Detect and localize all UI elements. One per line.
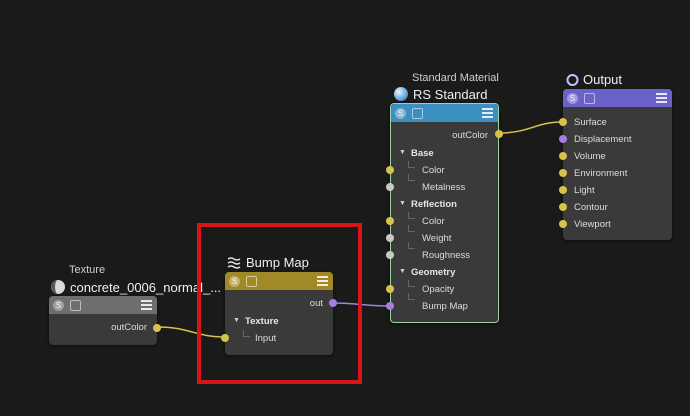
- node-menu-icon[interactable]: [656, 93, 667, 103]
- bump-node-title[interactable]: Bump Map: [227, 255, 309, 270]
- tree-line: [408, 242, 415, 249]
- input-base-color-port[interactable]: [386, 166, 394, 174]
- material-output-port[interactable]: [495, 130, 503, 138]
- output-input-contour-port[interactable]: [559, 203, 567, 211]
- texture-node-caption: Texture: [69, 264, 106, 276]
- output-node[interactable]: S Surface Displacement Volume Environmen…: [559, 89, 672, 240]
- texture-output-port[interactable]: [153, 324, 161, 332]
- output-input-volume-port[interactable]: [559, 152, 567, 160]
- bump-section-texture[interactable]: Texture: [245, 316, 279, 327]
- tree-line: [408, 174, 415, 181]
- bump-waves-icon: [227, 257, 241, 269]
- tree-line: [408, 161, 415, 168]
- output-input-displacement-port[interactable]: [559, 135, 567, 143]
- output-input-environment-port[interactable]: [559, 169, 567, 177]
- bump-node-title-text: Bump Map: [246, 255, 309, 270]
- output-node-title[interactable]: Output: [566, 72, 622, 87]
- texture-node-header[interactable]: S: [49, 296, 157, 314]
- script-icon[interactable]: S: [395, 107, 406, 119]
- image-preview-icon[interactable]: [70, 299, 81, 311]
- script-icon[interactable]: S: [53, 299, 64, 311]
- output-input-surface-label: Surface: [574, 117, 607, 128]
- material-sphere-icon: [394, 87, 408, 101]
- input-metalness-port[interactable]: [386, 183, 394, 191]
- script-icon[interactable]: S: [229, 275, 240, 287]
- collapse-caret-icon[interactable]: ▼: [399, 268, 406, 275]
- output-node-header[interactable]: S: [563, 89, 672, 107]
- section-reflection[interactable]: Reflection: [411, 199, 457, 210]
- image-preview-icon[interactable]: [246, 275, 257, 287]
- output-input-surface-port[interactable]: [559, 118, 567, 126]
- input-bump-map-label: Bump Map: [422, 301, 468, 312]
- tree-line: [408, 280, 415, 287]
- input-weight-port[interactable]: [386, 234, 394, 242]
- collapse-caret-icon[interactable]: ▼: [399, 200, 406, 207]
- output-input-contour-label: Contour: [574, 202, 608, 213]
- image-preview-icon[interactable]: [412, 107, 423, 119]
- output-input-light-port[interactable]: [559, 186, 567, 194]
- input-opacity-port[interactable]: [386, 285, 394, 293]
- tree-line: [408, 212, 415, 219]
- tree-line: [408, 225, 415, 232]
- bump-map-node[interactable]: S out ▼ Texture Input: [221, 272, 337, 355]
- bump-input-port[interactable]: [221, 334, 229, 342]
- output-input-viewport-port[interactable]: [559, 220, 567, 228]
- material-node-title[interactable]: RS Standard: [393, 86, 487, 102]
- tree-line: [408, 293, 415, 300]
- texture-node-title[interactable]: concrete_0006_normal_...: [50, 279, 221, 295]
- section-geometry[interactable]: Geometry: [411, 267, 456, 278]
- texture-sphere-icon: [51, 280, 65, 294]
- material-node-title-text: RS Standard: [413, 86, 488, 102]
- texture-node[interactable]: S outColor: [49, 296, 161, 345]
- output-ring-icon: [566, 73, 579, 86]
- material-node-caption: Standard Material: [412, 72, 499, 84]
- image-preview-icon[interactable]: [584, 92, 595, 104]
- output-node-title-text: Output: [583, 72, 623, 87]
- input-roughness-port[interactable]: [386, 251, 394, 259]
- bump-output-label: out: [309, 298, 323, 309]
- input-roughness-label: Roughness: [422, 250, 471, 261]
- collapse-caret-icon[interactable]: ▼: [233, 317, 240, 324]
- node-menu-icon[interactable]: [482, 108, 493, 118]
- material-node-header[interactable]: S: [391, 104, 498, 122]
- rs-standard-material-node[interactable]: S outColor ▼ Base Color Metalness ▼ Refl…: [386, 103, 503, 323]
- node-menu-icon[interactable]: [317, 276, 328, 286]
- script-icon[interactable]: S: [567, 92, 578, 104]
- output-input-volume-label: Volume: [574, 151, 606, 162]
- tree-line: [243, 330, 250, 337]
- input-refl-color-port[interactable]: [386, 217, 394, 225]
- output-input-light-label: Light: [574, 185, 595, 196]
- bump-node-header[interactable]: S: [225, 272, 333, 290]
- bump-input-label: Input: [255, 333, 277, 344]
- input-bump-map-port[interactable]: [386, 302, 394, 310]
- bump-output-port[interactable]: [329, 299, 337, 307]
- wire-material-to-output: [498, 121, 564, 134]
- input-opacity-label: Opacity: [422, 284, 455, 295]
- input-weight-label: Weight: [422, 233, 452, 244]
- input-refl-color-label: Color: [422, 216, 445, 227]
- section-base[interactable]: Base: [411, 148, 434, 159]
- output-input-environment-label: Environment: [574, 168, 628, 179]
- output-input-viewport-label: Viewport: [574, 219, 611, 230]
- collapse-caret-icon[interactable]: ▼: [399, 149, 406, 156]
- node-menu-icon[interactable]: [141, 300, 152, 310]
- material-output-label: outColor: [452, 130, 488, 141]
- highlight-box: [197, 223, 362, 384]
- input-base-color-label: Color: [422, 165, 445, 176]
- texture-node-title-text: concrete_0006_normal_...: [70, 279, 222, 295]
- output-input-displacement-label: Displacement: [574, 134, 632, 145]
- texture-output-label: outColor: [111, 322, 147, 333]
- input-metalness-label: Metalness: [422, 182, 466, 193]
